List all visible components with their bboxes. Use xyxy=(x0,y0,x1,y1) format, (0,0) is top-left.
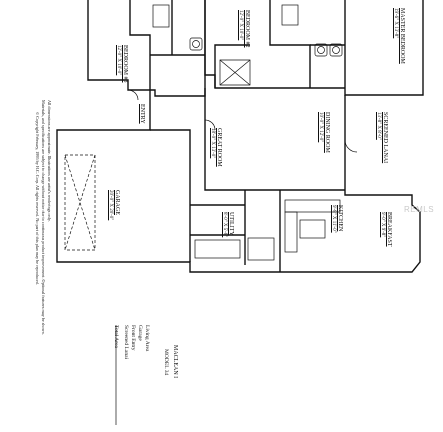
room-dims: 10'-0" x 12'-0" xyxy=(318,112,323,143)
room-utility: UTILITY 8'-0" x 5'-8" xyxy=(222,212,234,237)
room-bedroom-3: BEDROOM #3 12'-0" x 10'-0" xyxy=(116,45,128,83)
room-dims: 20'-0" x 20'-0" xyxy=(108,190,113,221)
area-row: Garage xyxy=(137,325,143,341)
room-master-bedroom: MASTER BEDROOM 19'-6" x 13'-8" xyxy=(393,8,405,64)
watermark: REMLS xyxy=(404,205,435,214)
area-row: Front Entry xyxy=(130,325,136,351)
disclaimer-line-1: All dimensions are approximate. Illustra… xyxy=(47,100,52,222)
room-breakfast: BREAKFAST 9'-0" x 9'-8" xyxy=(380,212,392,247)
room-dims: 8'-0" x 5'-8" xyxy=(222,212,227,238)
room-dims: 19'-6" x 13'-8" xyxy=(393,8,398,39)
room-name: KITCHEN xyxy=(337,205,343,232)
room-dims: 18'-0" x 13'-0" xyxy=(210,128,215,159)
disclaimer-line-2: Materials, and specifications are subjec… xyxy=(41,100,46,335)
room-name: UTILITY xyxy=(228,212,234,236)
room-name: SCREENED LANAI xyxy=(382,112,388,164)
room-name: GARAGE xyxy=(114,190,120,215)
disclaimer-line-3: © Copyright February, 1995 by H.C. Corp.… xyxy=(35,112,40,286)
room-great-room: GREAT ROOM 18'-0" x 13'-0" xyxy=(210,128,222,167)
room-name: ENTRY xyxy=(139,104,145,124)
room-name: BREAKFAST xyxy=(386,212,392,247)
room-dims: 9'-0" x 9'-8" xyxy=(380,212,385,238)
room-dims: 12'-0" x 10'-0" xyxy=(238,10,243,41)
model-title: MACLEAN I xyxy=(172,345,178,379)
model-subtitle: MODEL 34 xyxy=(163,349,169,376)
room-entry: ENTRY xyxy=(139,104,145,124)
area-row: Screened Lanai xyxy=(123,325,129,360)
room-screened-lanai: SCREENED LANAI 13'-8" x 8'-0" xyxy=(376,112,388,163)
area-row: Total Area xyxy=(113,325,119,348)
room-name: GREAT ROOM xyxy=(216,128,222,167)
room-dims: 12'-0" x 10'-0" xyxy=(116,45,121,76)
room-name: DINING ROOM xyxy=(324,112,330,153)
room-dims: 13'-8" x 8'-0" xyxy=(376,112,381,140)
room-dims: 9'-8" x 11'-0" xyxy=(331,205,336,233)
room-bedroom-2: BEDROOM #2 12'-0" x 10'-0" xyxy=(238,10,250,48)
room-name: MASTER BEDROOM xyxy=(399,8,405,64)
room-name: BEDROOM #2 xyxy=(244,10,250,48)
room-dining-room: DINING ROOM 10'-0" x 12'-0" xyxy=(318,112,330,153)
area-row: Living Area xyxy=(144,325,150,352)
room-garage: GARAGE 20'-0" x 20'-0" xyxy=(108,190,120,220)
room-name: BEDROOM #3 xyxy=(122,45,128,83)
room-kitchen: KITCHEN 9'-8" x 11'-0" xyxy=(331,205,343,233)
